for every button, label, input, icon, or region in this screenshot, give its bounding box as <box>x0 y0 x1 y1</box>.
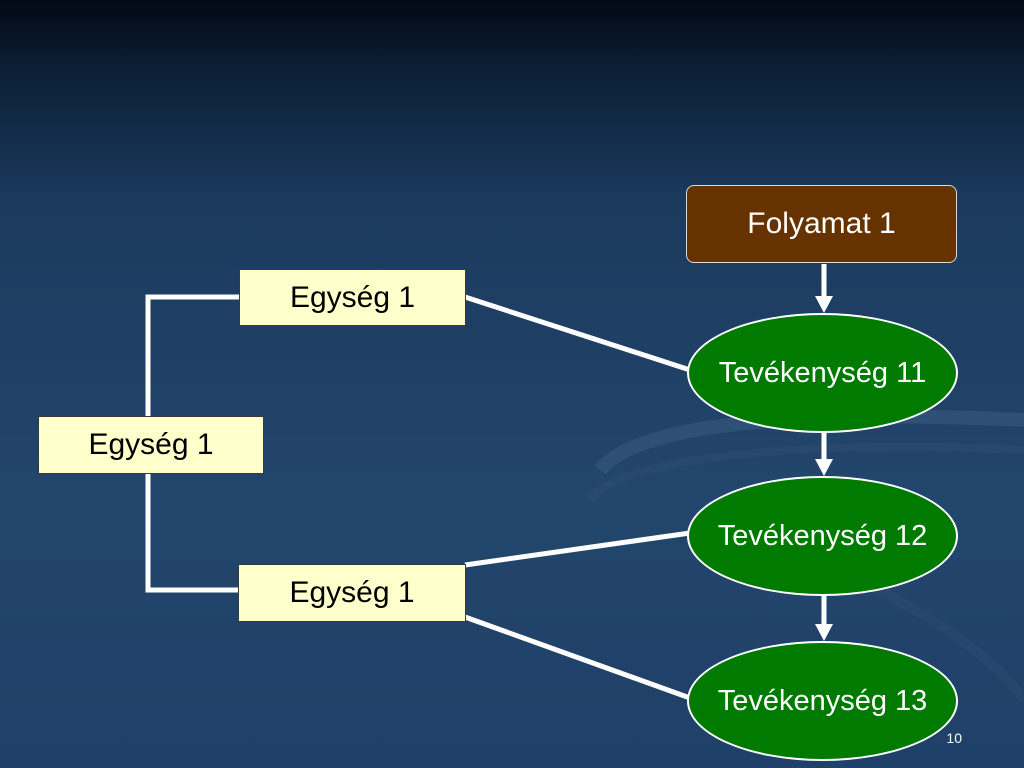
arrow-head-2 <box>815 459 833 476</box>
unit-box-bottom: Egység 1 <box>238 564 466 622</box>
activity-ellipse-13: Tevékenység 13 <box>687 641 958 761</box>
tree-connector-top <box>145 294 240 417</box>
link-unit3-activity12 <box>464 530 691 568</box>
page-number: 10 <box>946 730 962 746</box>
process-box: Folyamat 1 <box>686 185 957 263</box>
activity-ellipse-11: Tevékenység 11 <box>687 313 958 433</box>
link-unit3-activity13 <box>464 614 691 701</box>
unit-box-root: Egység 1 <box>38 416 264 474</box>
activity-ellipse-12: Tevékenység 12 <box>687 476 958 596</box>
unit-box-top: Egység 1 <box>239 269 466 326</box>
arrow-head-3 <box>815 624 833 641</box>
tree-connector-bottom <box>145 473 240 593</box>
arrow-head-1 <box>815 296 833 313</box>
link-unit1-activity11 <box>464 294 691 373</box>
